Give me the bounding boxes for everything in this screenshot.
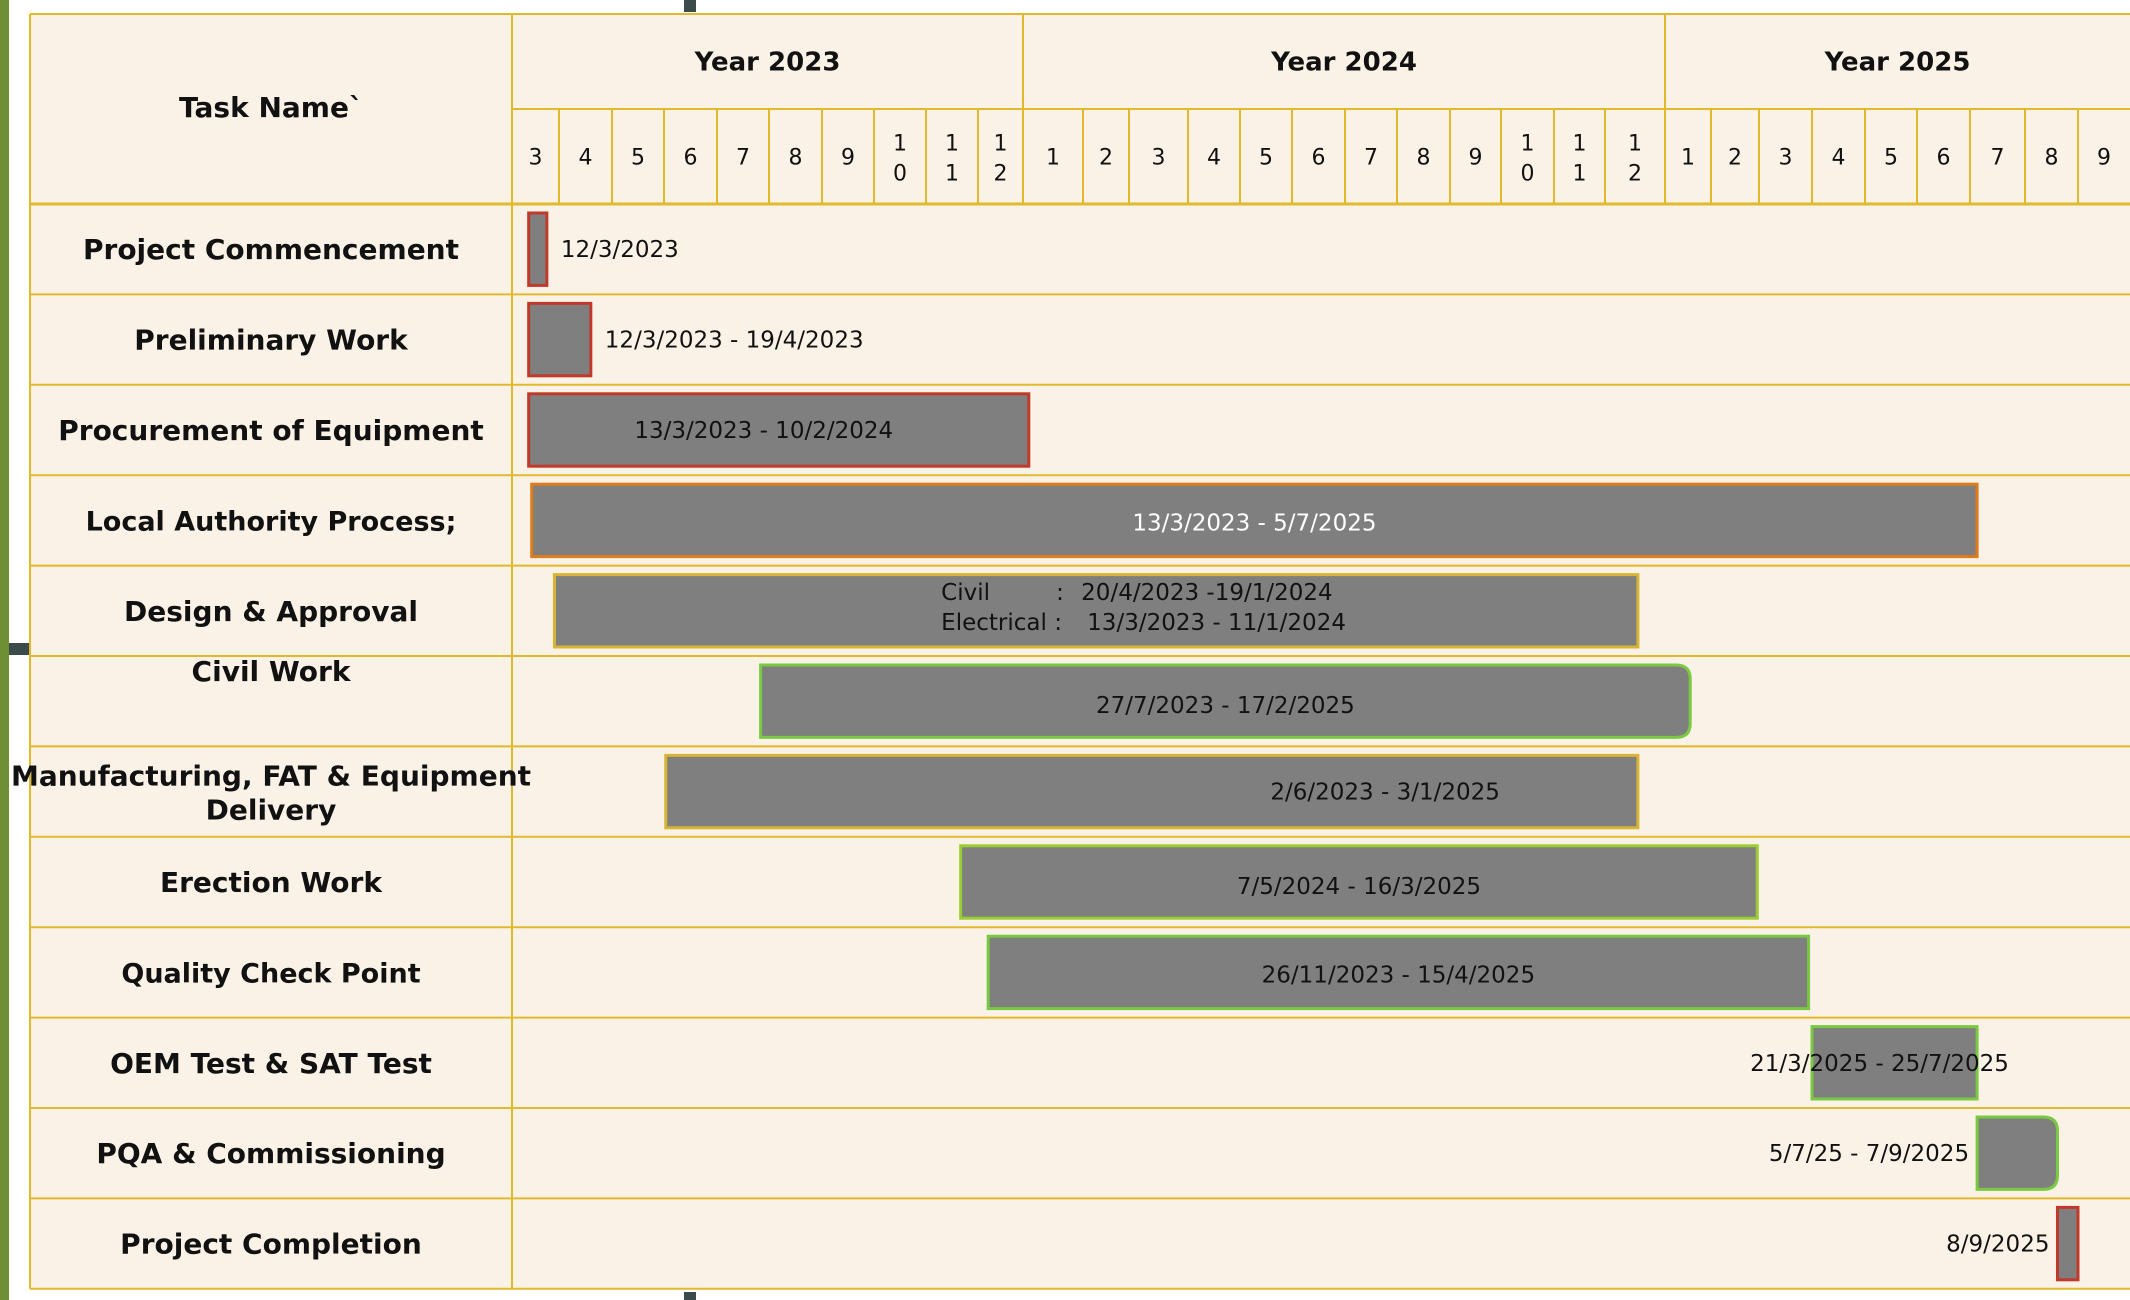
task-row: Quality Check Point 26/11/2023 - 15/4/202… xyxy=(121,934,1811,1011)
bar-label: 5/7/25 - 7/9/2025 xyxy=(1769,1141,1969,1167)
month-label: 9 xyxy=(1469,146,1483,171)
month-label: 9 xyxy=(2097,146,2111,171)
task-row: Project Commencement 12/3/2023 xyxy=(83,211,679,287)
month-label: 3 xyxy=(529,146,543,171)
month-label: 7 xyxy=(736,146,750,171)
task-name: Project Commencement xyxy=(83,233,459,266)
task-row: Civil Work 27/7/2023 - 17/2/2025 xyxy=(192,655,1692,739)
year-label: Year 2023 xyxy=(694,48,841,78)
month-label: 1 xyxy=(1046,146,1060,171)
bar-label: : xyxy=(1056,580,1064,606)
task-name: Local Authority Process; xyxy=(86,506,457,537)
bar-label: 13/3/2023 - 10/2/2024 xyxy=(634,418,893,444)
task-row: Project Completion 8/9/2025 xyxy=(120,1205,2080,1282)
task-bar xyxy=(959,844,1759,920)
top-marker xyxy=(684,0,696,12)
bar-label: 12/3/2023 - 19/4/2023 xyxy=(605,328,864,354)
month-label: 6 xyxy=(684,146,698,171)
task-bar xyxy=(552,573,1640,649)
bar-label: 13/3/2023 - 5/7/2025 xyxy=(1132,510,1376,536)
month-label: 4 xyxy=(579,146,593,171)
task-row: Preliminary Work 12/3/2023 - 19/4/2023 xyxy=(134,301,864,378)
year-label: Year 2025 xyxy=(1824,48,1971,78)
year-label: Year 2024 xyxy=(1270,48,1417,78)
grid xyxy=(29,13,2130,1290)
task-bar xyxy=(1975,1115,2059,1191)
bar-label: 13/3/2023 - 11/1/2024 xyxy=(1087,610,1346,636)
month-label: 8 xyxy=(1417,146,1431,171)
month-label: 2 xyxy=(1728,146,1742,171)
left-accent-bar xyxy=(0,0,9,1300)
task-bar xyxy=(530,482,1979,559)
task-bar xyxy=(1810,1025,1979,1101)
bottom-marker xyxy=(684,1292,696,1300)
month-label: 8 xyxy=(789,146,803,171)
task-row: Design & Approval Civil:20/4/2023 -19/1/2… xyxy=(124,573,1640,649)
task-bar xyxy=(527,211,549,287)
left-marker xyxy=(9,643,29,655)
bar-label: 21/3/2025 - 25/7/2025 xyxy=(1750,1051,2009,1077)
bar-label: Civil xyxy=(941,580,990,606)
bar-label: 8/9/2025 xyxy=(1946,1232,2049,1258)
month-label: 8 xyxy=(2045,146,2059,171)
task-name: OEM Test & SAT Test xyxy=(110,1047,432,1080)
month-label: 7 xyxy=(1991,146,2005,171)
month-label: 9 xyxy=(841,146,855,171)
month-label: 6 xyxy=(1937,146,1951,171)
month-label: 6 xyxy=(1312,146,1326,171)
month-label: 5 xyxy=(1259,146,1273,171)
bar-label: 12/3/2023 xyxy=(561,237,679,263)
task-bar xyxy=(759,663,1692,739)
bar-label: 20/4/2023 -19/1/2024 xyxy=(1081,580,1332,606)
task-row: Local Authority Process; 13/3/2023 - 5/7/… xyxy=(86,482,1979,559)
task-bar xyxy=(527,301,593,378)
task-row: OEM Test & SAT Test 21/3/2025 - 25/7/2025 xyxy=(110,1025,2009,1101)
bar-label: 26/11/2023 - 15/4/2025 xyxy=(1262,962,1535,988)
month-label: 1 xyxy=(1681,146,1695,171)
month-label: 3 xyxy=(1779,146,1793,171)
task-bar xyxy=(986,934,1811,1011)
task-name: Quality Check Point xyxy=(121,958,420,989)
month-label: 2 xyxy=(1099,146,1113,171)
task-name: PQA & Commissioning xyxy=(96,1137,445,1170)
task-bar xyxy=(664,753,1640,830)
bar-label: 2/6/2023 - 3/1/2025 xyxy=(1270,780,1500,806)
task-bar xyxy=(2055,1205,2080,1282)
task-name: Erection Work xyxy=(160,866,383,899)
month-label: 5 xyxy=(1884,146,1898,171)
task-row: Procurement of Equipment 13/3/2023 - 10/2… xyxy=(58,392,1031,468)
task-name: Civil Work xyxy=(192,655,352,688)
bar-label: 27/7/2023 - 17/2/2025 xyxy=(1096,693,1355,719)
task-row: Erection Work 7/5/2024 - 16/3/2025 xyxy=(160,844,1759,920)
task-name: Procurement of Equipment xyxy=(58,414,484,447)
task-name: Project Completion xyxy=(120,1228,422,1261)
task-name: Design & Approval xyxy=(124,595,418,628)
month-label: 3 xyxy=(1152,146,1166,171)
month-label: 7 xyxy=(1364,146,1378,171)
bar-label: 7/5/2024 - 16/3/2025 xyxy=(1237,874,1481,900)
month-label: 4 xyxy=(1832,146,1846,171)
month-label: 5 xyxy=(631,146,645,171)
task-row: PQA & Commissioning 5/7/25 - 7/9/2025 xyxy=(96,1115,2059,1191)
month-label: 4 xyxy=(1207,146,1221,171)
chart-background xyxy=(30,14,2130,1289)
task-name: Preliminary Work xyxy=(134,324,409,357)
task-bar xyxy=(527,392,1031,468)
bar-label: Electrical : xyxy=(941,610,1062,636)
task-name-header: Task Name` xyxy=(179,91,363,124)
